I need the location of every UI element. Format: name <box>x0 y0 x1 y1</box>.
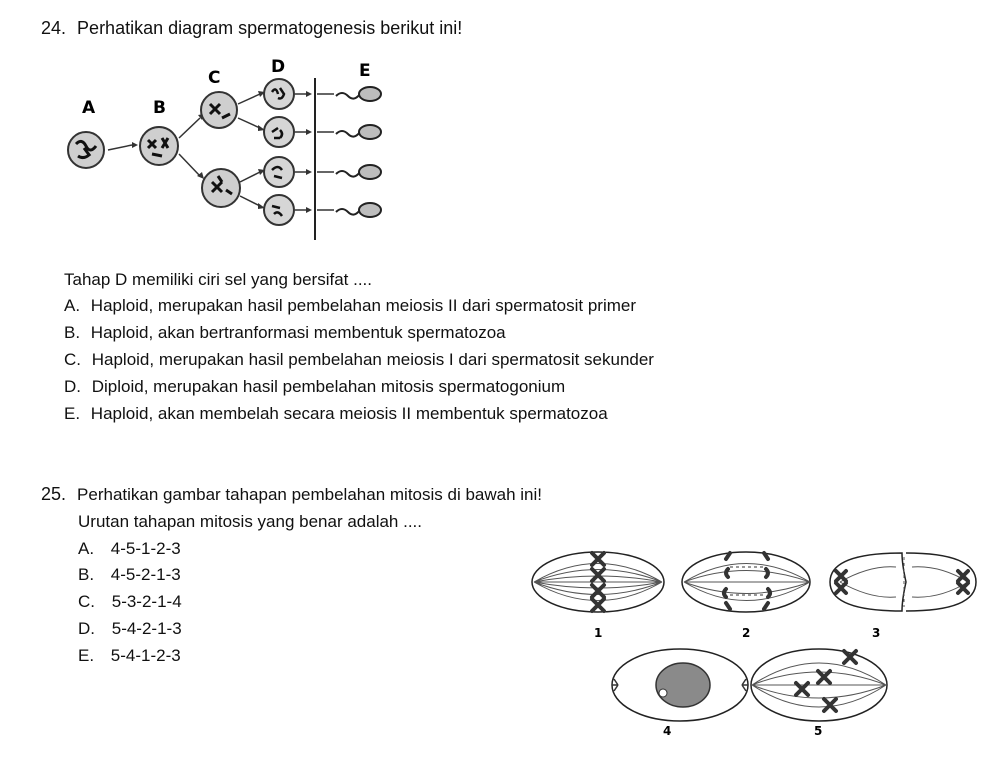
option-text: 5-3-2-1-4 <box>111 592 182 611</box>
option-text: Haploid, akan bertranformasi membentuk s… <box>90 323 506 342</box>
option-text: Haploid, merupakan hasil pembelahan meio… <box>90 296 636 315</box>
option-25-b[interactable]: B. 4-5-2-1-3 <box>78 565 181 585</box>
option-24-d[interactable]: D. Diploid, merupakan hasil pembelahan m… <box>64 377 565 397</box>
option-25-c[interactable]: C. 5-3-2-1-4 <box>78 592 182 612</box>
option-24-b[interactable]: B. Haploid, akan bertranformasi membentu… <box>64 323 506 343</box>
question-number: 24. <box>41 18 67 38</box>
mitosis-stage-2: 2 <box>681 551 811 640</box>
stage-number-5: 5 <box>814 724 822 738</box>
option-letter: A. <box>78 539 95 558</box>
option-24-a[interactable]: A. Haploid, merupakan hasil pembelahan m… <box>64 296 636 316</box>
option-letter: A. <box>64 296 81 315</box>
stage-number-2: 2 <box>742 626 750 640</box>
question-prompt: Perhatikan gambar tahapan pembelahan mit… <box>77 485 542 504</box>
option-24-c[interactable]: C. Haploid, merupakan hasil pembelahan m… <box>64 350 654 370</box>
cell-a <box>67 131 105 169</box>
d-to-e-arrows <box>295 93 308 211</box>
mitosis-stage-3: 3 <box>829 552 977 640</box>
stage-label-a: A <box>82 98 96 118</box>
mitosis-diagram: 1 2 3 4 <box>531 551 977 738</box>
option-letter: D. <box>64 377 81 396</box>
spermatozoa-e <box>335 86 382 218</box>
option-letter: C. <box>64 350 81 369</box>
option-text: Diploid, merupakan hasil pembelahan mito… <box>91 377 566 396</box>
option-letter: D. <box>78 619 95 638</box>
stage-label-c: C <box>208 68 220 88</box>
cell-d-3 <box>263 156 295 188</box>
question-25-text: Urutan tahapan mitosis yang benar adalah… <box>78 512 422 531</box>
stage-number-4: 4 <box>663 724 671 738</box>
cell-c-top <box>200 91 238 129</box>
option-text: Haploid, akan membelah secara meiosis II… <box>90 404 608 423</box>
question-prompt: Perhatikan diagram spermatogenesis berik… <box>77 18 463 38</box>
option-25-d[interactable]: D. 5-4-2-1-3 <box>78 619 182 639</box>
question-25-heading: 25. Perhatikan gambar tahapan pembelahan… <box>41 484 542 505</box>
option-letter: B. <box>78 565 95 584</box>
option-letter: B. <box>64 323 81 342</box>
mitosis-stage-5: 5 <box>750 648 888 738</box>
option-24-e[interactable]: E. Haploid, akan membelah secara meiosis… <box>64 404 608 424</box>
cell-d-4 <box>263 194 295 226</box>
cell-b <box>139 126 179 166</box>
option-text: 5-4-2-1-3 <box>111 619 182 638</box>
option-25-e[interactable]: E. 5-4-1-2-3 <box>78 646 181 666</box>
question-24-text: Tahap D memiliki ciri sel yang bersifat … <box>64 270 372 289</box>
mitosis-stage-4: 4 <box>611 648 749 738</box>
stage-label-b: B <box>153 98 166 118</box>
cell-c-bottom <box>201 168 241 208</box>
option-text: Haploid, merupakan hasil pembelahan meio… <box>91 350 654 369</box>
stage-label-e: E <box>359 61 371 81</box>
option-25-a[interactable]: A. 4-5-1-2-3 <box>78 539 181 559</box>
cell-d-1 <box>263 78 295 110</box>
cell-d-2 <box>263 116 295 148</box>
option-text: 5-4-1-2-3 <box>110 646 181 665</box>
question-24-heading: 24. Perhatikan diagram spermatogenesis b… <box>41 18 462 38</box>
stage-number-3: 3 <box>872 626 880 640</box>
mitosis-stage-1: 1 <box>531 551 665 640</box>
option-text: 4-5-1-2-3 <box>110 539 181 558</box>
option-letter: E. <box>78 646 95 665</box>
spermatogenesis-diagram: A B C D E <box>67 58 382 240</box>
stage-number-1: 1 <box>594 626 602 640</box>
option-letter: C. <box>78 592 95 611</box>
stage-label-d: D <box>271 58 285 77</box>
question-number: 25. <box>41 484 67 504</box>
option-letter: E. <box>64 404 81 423</box>
option-text: 4-5-2-1-3 <box>110 565 181 584</box>
